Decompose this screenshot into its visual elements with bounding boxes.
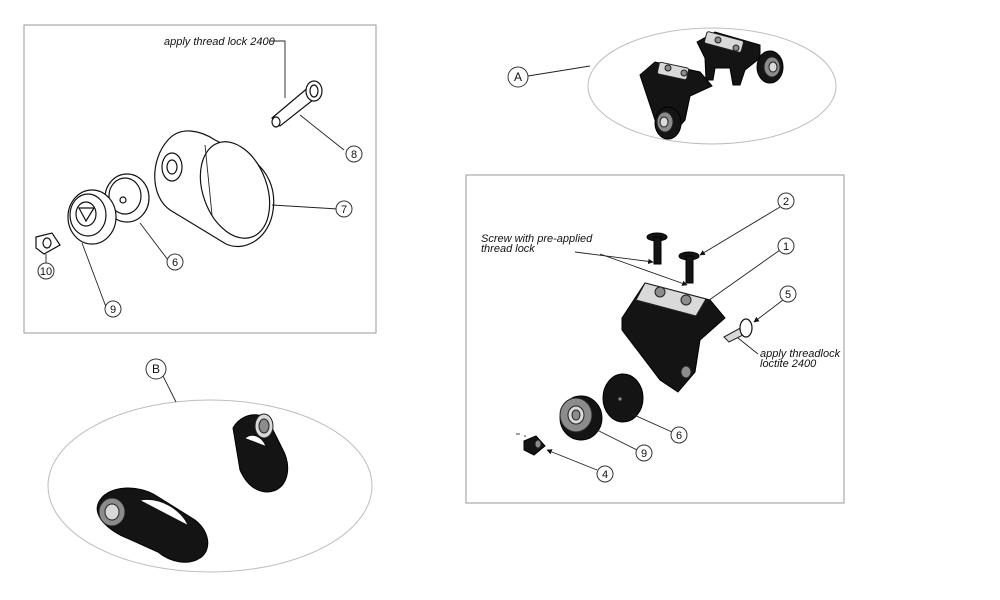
leader-6 — [139, 222, 169, 261]
part-9-roller — [559, 395, 603, 441]
svg-text:9: 9 — [641, 448, 647, 460]
threadlock-note-line1: apply threadlock — [760, 348, 841, 360]
balloon-1: 1 — [777, 237, 795, 255]
view-b-balloon: B — [145, 358, 167, 380]
view-a-bracket-right — [696, 31, 784, 86]
leader-1 — [704, 249, 781, 304]
leader-7 — [271, 204, 339, 210]
svg-text:9: 9 — [110, 304, 116, 316]
balloon-6: 6 — [166, 253, 184, 271]
balloon-10: 10 — [37, 262, 55, 280]
right-view-frame — [465, 174, 845, 504]
leader-6-right — [631, 413, 673, 433]
left-view-frame — [23, 24, 377, 334]
leader-5 — [753, 299, 784, 323]
view-b-ellipse — [47, 399, 373, 573]
part-8-pin — [271, 80, 323, 128]
balloon-8: 8 — [345, 145, 363, 163]
svg-text:2: 2 — [783, 196, 789, 208]
screw-note-leader-1 — [574, 251, 654, 265]
screw-note-line2: thread lock — [481, 243, 535, 255]
view-b-leader — [162, 375, 177, 403]
threadlock-leader — [737, 337, 759, 355]
svg-text:A: A — [514, 70, 522, 84]
balloon-2: 2 — [777, 192, 795, 210]
thread-lock-note: apply thread lock 2400 — [164, 36, 276, 48]
svg-text:4: 4 — [602, 469, 608, 481]
view-b-clamp-upper — [232, 413, 289, 493]
part-6-washer — [602, 373, 644, 423]
view-a-balloon: A — [507, 66, 529, 88]
part-7-clamp-body — [154, 130, 275, 248]
leader-8 — [299, 114, 345, 151]
part-2-screw-left — [646, 232, 668, 265]
part-2-screw-right — [678, 251, 700, 284]
part-9-roller — [67, 189, 117, 245]
leader-9-right — [596, 429, 638, 451]
view-a-ellipse — [587, 27, 837, 145]
left-exploded-view: apply thread lock 2400 — [23, 24, 377, 334]
part-4-nut — [516, 433, 546, 456]
part-6-washer — [104, 173, 150, 223]
part-1-bracket — [621, 282, 726, 393]
right-exploded-view: Screw with pre-applied thread lock — [465, 174, 845, 504]
leader-2 — [699, 206, 781, 256]
view-b-clamp-lower — [96, 487, 209, 563]
svg-text:8: 8 — [351, 149, 357, 161]
view-a-bracket-left — [639, 61, 713, 140]
svg-text:1: 1 — [783, 241, 789, 253]
balloon-4: 4 — [596, 465, 614, 483]
part-10-nut — [35, 232, 61, 255]
view-a-leader — [527, 65, 591, 77]
view-b: B — [47, 358, 373, 573]
svg-text:6: 6 — [172, 257, 178, 269]
svg-text:5: 5 — [785, 289, 791, 301]
svg-text:B: B — [152, 362, 160, 376]
balloon-9-right: 9 — [635, 444, 653, 462]
svg-text:10: 10 — [40, 266, 52, 278]
balloon-7: 7 — [335, 200, 353, 218]
view-a: A — [507, 27, 837, 145]
leader-4 — [546, 449, 598, 471]
threadlock-note-line2: loctite 2400 — [760, 358, 817, 370]
screw-note-line1: Screw with pre-applied — [481, 233, 593, 245]
leader-9 — [81, 242, 107, 308]
part-5-pin — [723, 318, 753, 343]
svg-text:7: 7 — [341, 204, 347, 216]
thread-lock-leader — [270, 40, 286, 98]
screw-note-leader-2 — [599, 253, 688, 286]
balloon-6-right: 6 — [670, 426, 688, 444]
balloon-9: 9 — [104, 300, 122, 318]
svg-text:6: 6 — [676, 430, 682, 442]
balloon-5: 5 — [779, 285, 797, 303]
